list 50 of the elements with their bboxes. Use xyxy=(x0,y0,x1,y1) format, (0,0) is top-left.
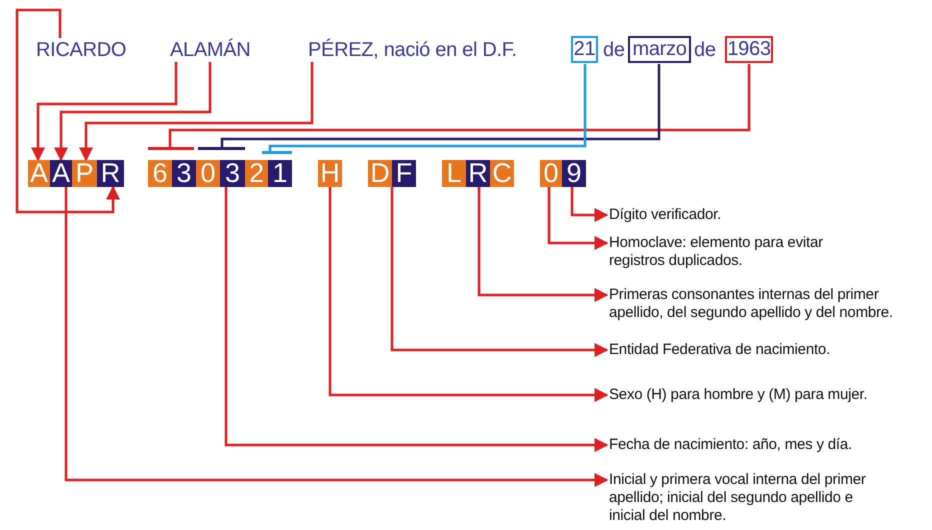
code-letter: A xyxy=(28,160,50,187)
leader-arrow xyxy=(54,62,212,162)
description-text: Entidad Federativa de nacimiento. xyxy=(609,341,919,359)
leader-arrow xyxy=(548,187,608,250)
bracket-bar xyxy=(198,147,245,150)
description-text: Dígito verificador. xyxy=(609,206,909,224)
code-letter: H xyxy=(318,160,342,187)
code-letter: R xyxy=(466,160,490,187)
leader-arrow xyxy=(570,187,608,222)
code-letter: L xyxy=(442,160,466,187)
code-letter: 0 xyxy=(196,160,220,187)
code-letter: 3 xyxy=(220,160,245,187)
code-letter: A xyxy=(50,160,72,187)
code-letter: 1 xyxy=(268,160,292,187)
code-letter: D xyxy=(368,160,392,187)
leader-line xyxy=(168,64,750,147)
description-text: Fecha de nacimiento: año, mes y día. xyxy=(609,436,919,454)
code-letter: 2 xyxy=(245,160,268,187)
boxed-date-text: 1963 xyxy=(725,36,773,63)
code-letter: F xyxy=(392,160,416,187)
leader-line xyxy=(268,64,586,151)
leader-arrow xyxy=(224,187,608,452)
description-text: Primeras consonantes internas del primer apellido, del segundo apellido y del nombre. xyxy=(609,286,931,322)
leader-arrow xyxy=(31,62,178,162)
description-text: Inicial y primera vocal interna del primer apellido; inicial del segundo apellido e inicial del nombre. xyxy=(609,471,867,525)
description-text: Homoclave: elemento para evitar registros duplicados. xyxy=(609,234,879,270)
leader-arrow xyxy=(328,187,608,402)
name-text: ALAMÁN xyxy=(170,38,260,62)
code-letter: C xyxy=(490,160,514,187)
code-letter: P xyxy=(72,160,97,187)
code-letter: 3 xyxy=(172,160,196,187)
description-text: Sexo (H) para hombre y (M) para mujer. xyxy=(609,386,929,404)
leader-line xyxy=(220,64,660,147)
leader-arrow xyxy=(16,8,120,214)
bracket-bar xyxy=(262,151,292,154)
boxed-date-text: marzo xyxy=(628,36,691,63)
connecting-word: de xyxy=(694,38,716,62)
connecting-word: de xyxy=(603,38,625,62)
code-letter: 0 xyxy=(540,160,562,187)
leader-arrow xyxy=(390,187,608,357)
leader-arrow xyxy=(79,62,314,162)
bracket-bar xyxy=(148,147,194,150)
code-letter: R xyxy=(97,160,124,187)
code-letter: 9 xyxy=(562,160,586,187)
name-text: RICARDO xyxy=(36,38,136,62)
code-letter: 6 xyxy=(148,160,172,187)
boxed-date-text: 21 xyxy=(571,36,598,63)
leader-arrow xyxy=(478,187,608,302)
leader-arrow xyxy=(64,187,608,487)
name-text: PÉREZ, nació en el D.F. xyxy=(308,38,538,62)
